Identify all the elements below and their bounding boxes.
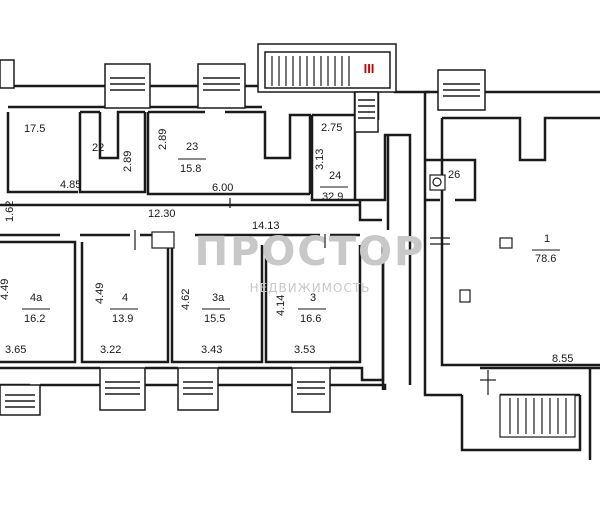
watermark: ПРОСТОР НЕДВИЖИМОСТЬ	[195, 229, 426, 295]
window-bottom-4	[291, 367, 331, 413]
room-1-number: 1	[544, 233, 550, 245]
dim-4-14: 4.14	[275, 295, 287, 316]
dim-12-30: 12.30	[148, 208, 176, 220]
room-23-area: 15.8	[180, 163, 201, 175]
windows-bottom	[0, 367, 331, 416]
watermark-subtitle: НЕДВИЖИМОСТЬ	[250, 281, 371, 295]
room-22-number: 22	[92, 142, 104, 154]
column-1	[499, 237, 513, 249]
windows-top	[0, 59, 486, 111]
room-3-number: 3	[310, 292, 316, 304]
room-4-number: 4	[122, 292, 128, 304]
room-3-area: 16.6	[300, 313, 321, 325]
dim-4-62: 4.62	[180, 289, 192, 310]
room-3a-walls	[170, 245, 264, 364]
room-26-number: 26	[448, 169, 460, 181]
room-24-number: 24	[329, 170, 341, 182]
central-wall	[381, 230, 412, 390]
room-1-area: 78.6	[535, 253, 556, 265]
right-wing-inner	[440, 116, 600, 367]
outer-wall-top	[0, 84, 430, 94]
room-3-walls	[264, 245, 362, 364]
window-top-1	[0, 59, 15, 89]
dim-14-13: 14.13	[252, 220, 280, 232]
shaft-walls	[358, 135, 390, 230]
window-top-3	[197, 63, 246, 109]
column-2	[459, 289, 471, 303]
top-stair-steps	[271, 56, 350, 86]
room-4-walls	[80, 242, 170, 364]
dim-4-49-b: 4.49	[94, 283, 106, 304]
room-4a-number: 4a	[30, 292, 43, 304]
dim-8-55: 8.55	[552, 353, 573, 365]
dim-6-00: 6.00	[212, 182, 233, 194]
right-wing-outer	[423, 90, 600, 397]
dim-3-13: 3.13	[314, 149, 326, 170]
walls	[0, 84, 600, 460]
dim-3-65: 3.65	[5, 344, 26, 356]
room-4a-walls	[0, 240, 77, 364]
room-23-walls	[146, 110, 312, 196]
dim-2-89-b: 2.89	[157, 129, 169, 150]
room-3a-number: 3a	[212, 292, 225, 304]
room-24-walls	[310, 113, 355, 202]
room-22-walls	[78, 110, 147, 194]
fixtures	[134, 174, 513, 395]
window-top-2	[104, 63, 151, 109]
room-24-area: 32.9	[322, 191, 343, 203]
right-wing-bottom	[480, 366, 600, 460]
window-bottom-2	[99, 367, 146, 411]
dim-2-89-a: 2.89	[122, 151, 134, 172]
dim-3-22: 3.22	[100, 344, 121, 356]
dim-3-43: 3.43	[201, 344, 222, 356]
watermark-brand: ПРОСТОР	[195, 229, 426, 275]
room-3a-area: 15.5	[204, 313, 225, 325]
dim-4-49-a: 4.49	[0, 279, 11, 300]
dim-4-85: 4.85	[60, 179, 81, 191]
dimension-labels: 4.85 2.89 2.89 2.75 3.13 6.00 12.30 14.1…	[0, 122, 573, 365]
room-17-walls	[6, 112, 78, 194]
outer-wall-bottom	[0, 237, 385, 382]
top-stair	[257, 43, 397, 133]
stair-mark: III	[364, 61, 375, 76]
room-23-number: 23	[186, 141, 198, 153]
window-bottom-1	[0, 384, 41, 416]
window-bottom-3	[177, 367, 219, 411]
right-stair	[499, 394, 576, 438]
room-4-area: 13.9	[112, 313, 133, 325]
room-4a-area: 16.2	[24, 313, 45, 325]
dim-3-53: 3.53	[294, 344, 315, 356]
room-labels: 17.5 22 23 15.8 24 32.9 26 1 78.6 4a 16.…	[22, 123, 560, 325]
room-26-walls	[425, 158, 477, 202]
room-17-area: 17.5	[24, 123, 45, 135]
dim-1-62: 1.62	[4, 201, 16, 222]
dim-2-75: 2.75	[321, 122, 342, 134]
corridor-cabinet	[151, 231, 175, 249]
